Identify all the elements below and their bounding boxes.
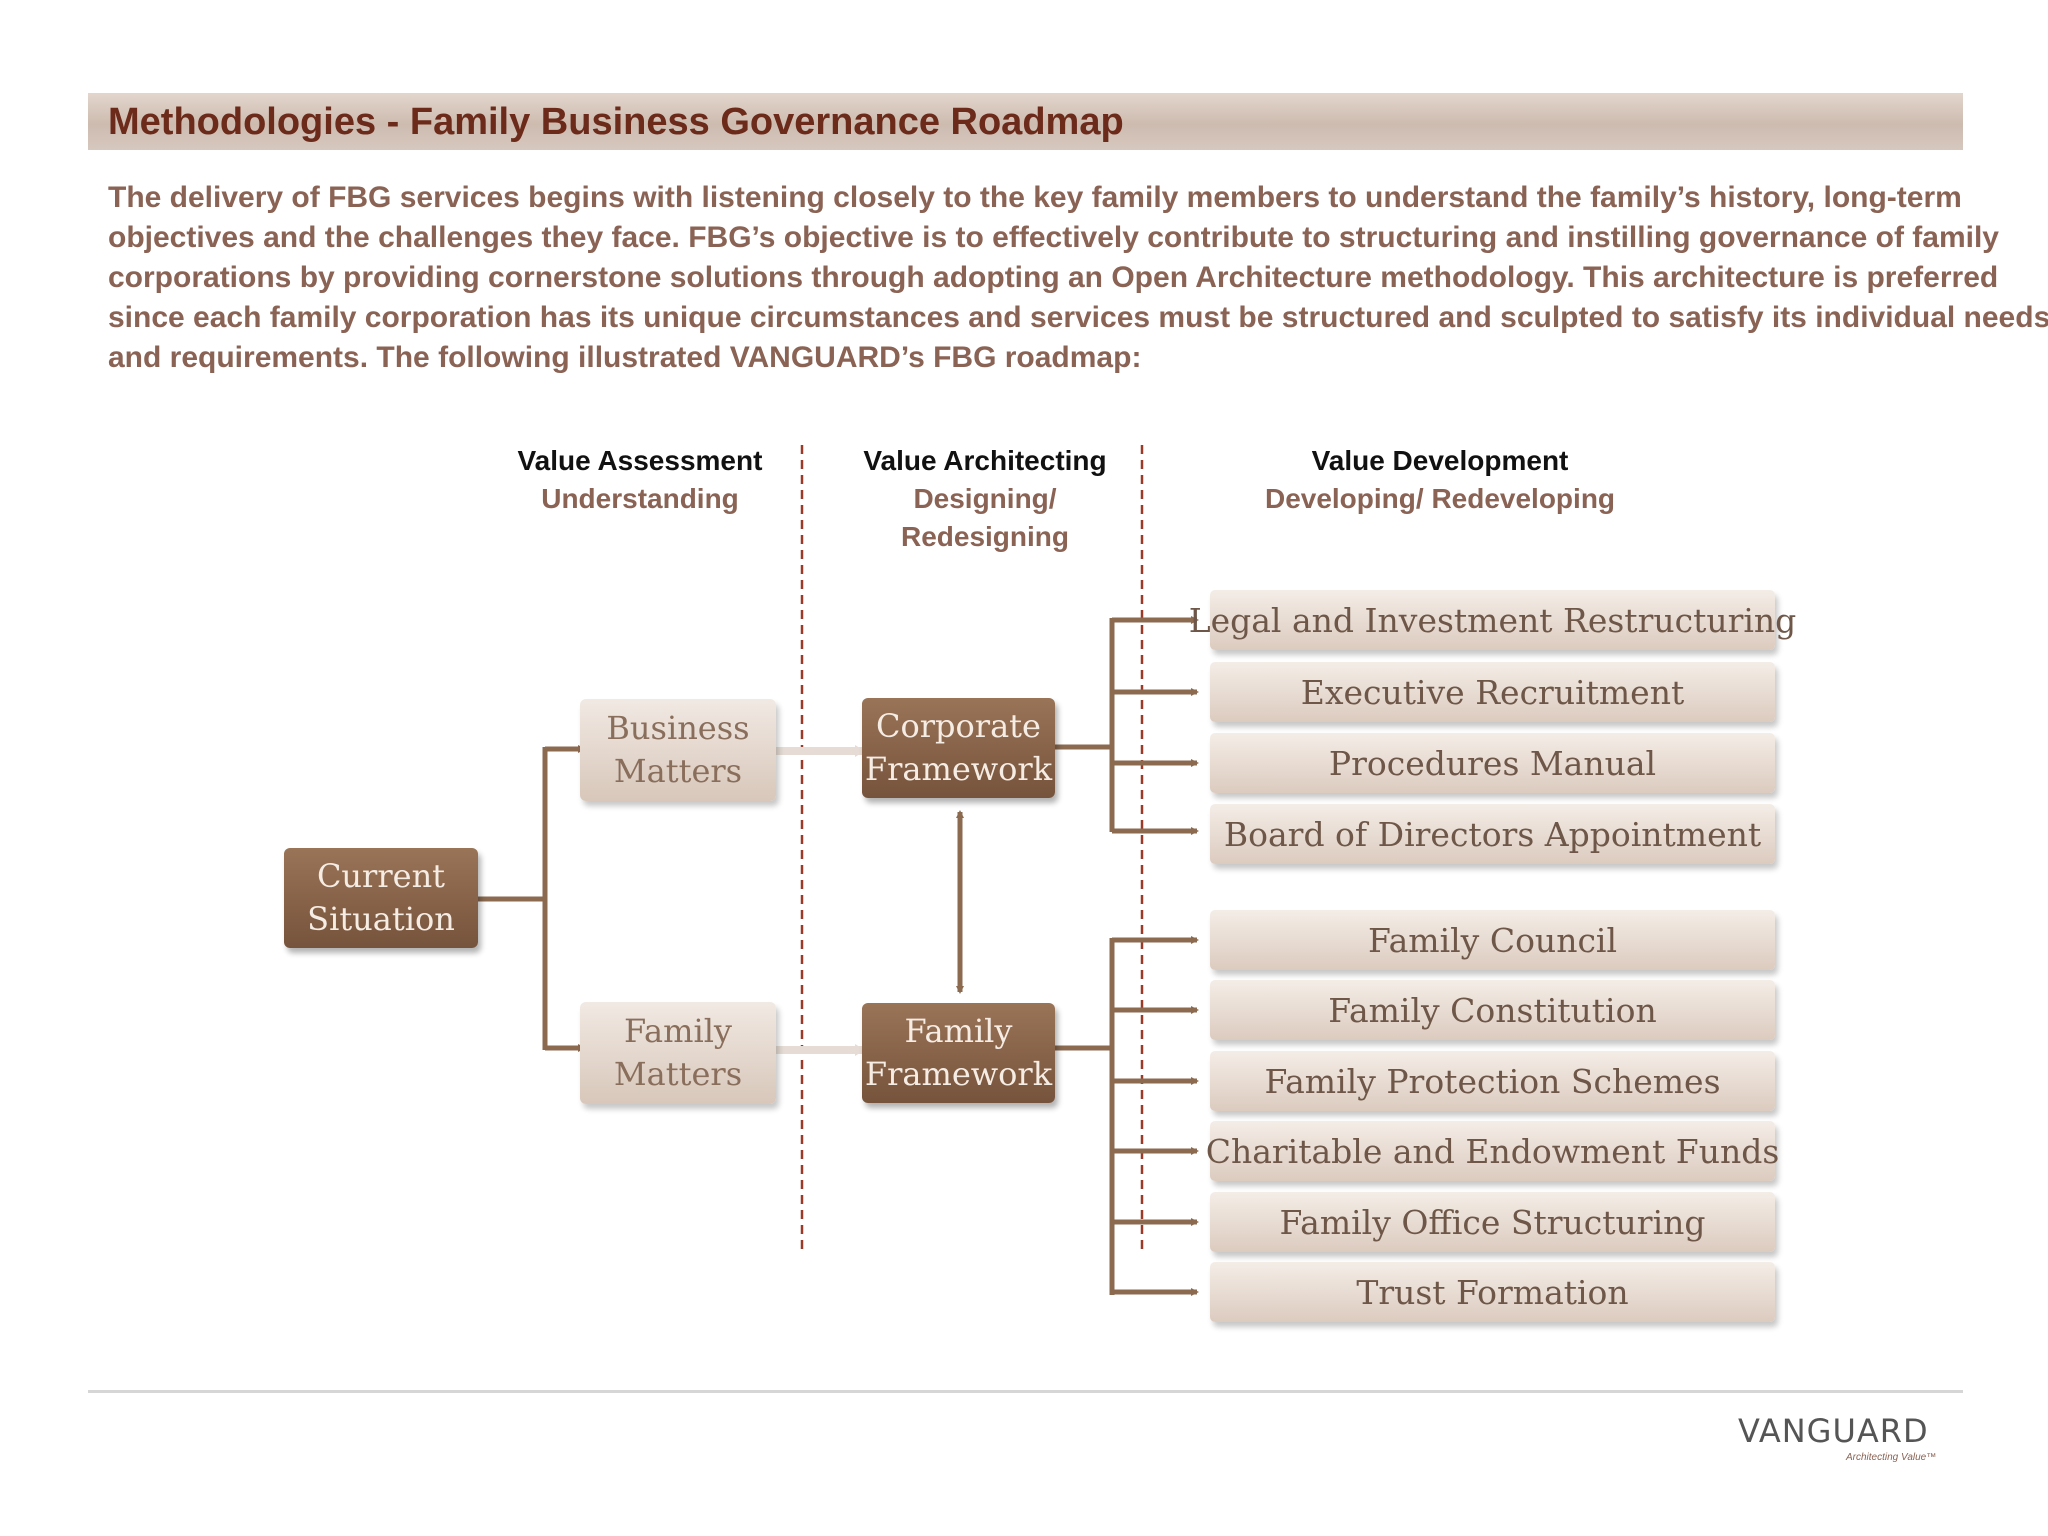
intro-line: The delivery of FBG services begins with… bbox=[108, 181, 1962, 214]
output-family-constitution: Family Constitution bbox=[1210, 980, 1775, 1040]
intro-paragraph: The delivery of FBG services begins with… bbox=[108, 178, 2048, 378]
node-label: Family bbox=[624, 1012, 732, 1050]
node-label: Current bbox=[316, 857, 446, 895]
logo-tagline: Architecting Value™ bbox=[1846, 1452, 1937, 1463]
node-label: Framework bbox=[864, 1055, 1053, 1093]
phase-subtitle: Developing/ Redeveloping bbox=[1264, 483, 1616, 514]
output-procedures-manual: Procedures Manual bbox=[1210, 733, 1775, 793]
node-label: Family bbox=[904, 1012, 1013, 1050]
intro-line: since each family corporation has its un… bbox=[108, 301, 2048, 334]
footer-divider bbox=[88, 1390, 1963, 1393]
node-label: Matters bbox=[613, 752, 743, 790]
phase-subtitle: Understanding bbox=[541, 483, 739, 514]
node-label: Corporate bbox=[876, 707, 1041, 745]
output-board-of-directors-appointment: Board of Directors Appointment bbox=[1210, 804, 1775, 864]
phase-value-architecting: Value Architecting Designing/ Redesignin… bbox=[830, 442, 1140, 556]
intro-line: corporations by providing cornerstone so… bbox=[108, 261, 1999, 294]
node-label: Matters bbox=[613, 1055, 743, 1093]
output-charitable-endowment-funds: Charitable and Endowment Funds bbox=[1206, 1121, 1779, 1181]
output-trust-formation: Trust Formation bbox=[1210, 1262, 1775, 1322]
intro-line: and requirements. The following illustra… bbox=[108, 341, 1142, 374]
node-label: Business bbox=[606, 709, 750, 747]
phase-value-assessment: Value Assessment Understanding bbox=[495, 442, 785, 518]
logo-text: VANGUARD bbox=[1738, 1412, 1929, 1450]
phase-subtitle: Designing/ Redesigning bbox=[900, 483, 1069, 552]
output-executive-recruitment: Executive Recruitment bbox=[1210, 662, 1775, 722]
vanguard-logo: VANGUARD Architecting Value™ bbox=[1738, 1412, 1968, 1472]
output-legal-investment-restructuring: Legal and Investment Restructuring bbox=[1189, 590, 1796, 650]
node-label: Framework bbox=[864, 750, 1053, 788]
intro-line: objectives and the challenges they face.… bbox=[108, 221, 1999, 254]
phase-title: Value Assessment bbox=[517, 445, 763, 476]
page-title: Methodologies - Family Business Governan… bbox=[108, 101, 1124, 143]
output-family-office-structuring: Family Office Structuring bbox=[1210, 1192, 1775, 1252]
phase-title: Value Development bbox=[1311, 445, 1569, 476]
output-family-protection-schemes: Family Protection Schemes bbox=[1210, 1051, 1775, 1111]
title-bar bbox=[88, 93, 1963, 150]
phase-value-development: Value Development Developing/ Redevelopi… bbox=[1260, 442, 1620, 518]
output-family-council: Family Council bbox=[1210, 910, 1775, 970]
phase-title: Value Architecting bbox=[863, 445, 1107, 476]
node-label: Situation bbox=[307, 900, 455, 938]
